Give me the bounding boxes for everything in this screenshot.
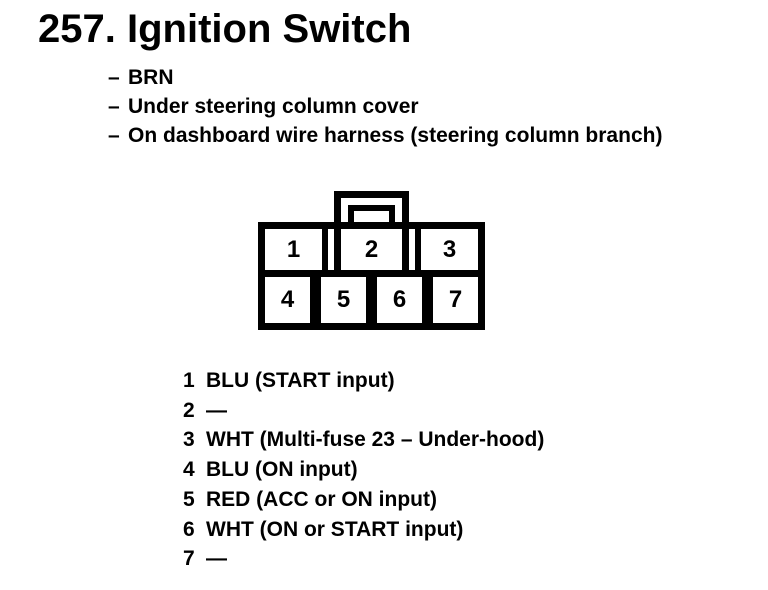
- detail-text: BRN: [128, 66, 174, 89]
- connector-row-divider: [265, 270, 478, 277]
- pin-description: BLU (START input): [206, 369, 395, 392]
- pin-row: 4 BLU (ON input): [183, 455, 544, 485]
- pin-description: WHT (ON or START input): [206, 517, 464, 541]
- connector-body: [258, 222, 485, 330]
- detail-line: – On dashboard wire harness (steering co…: [108, 121, 662, 150]
- dash-bullet: –: [108, 66, 120, 89]
- connector-latch-arch: [348, 205, 395, 229]
- pin-description: WHT (Multi-fuse 23 – Under-hood): [206, 428, 545, 452]
- pin-cell-3: 3: [442, 236, 457, 263]
- dash-bullet: –: [108, 124, 120, 147]
- connector-cell-divider: [310, 277, 321, 323]
- detail-text: On dashboard wire harness (steering colu…: [128, 124, 663, 147]
- pin-number: 4: [183, 458, 195, 482]
- section-header: 257. Ignition Switch: [38, 9, 411, 49]
- pin-number: 2: [183, 398, 195, 422]
- connector-cell-divider: [366, 277, 377, 323]
- detail-text: Under steering column cover: [128, 95, 419, 118]
- pin-number: 1: [183, 369, 195, 392]
- pin-cell-4: 4: [280, 286, 295, 313]
- connector-cell-wall: [415, 229, 421, 270]
- pin-row: 5 RED (ACC or ON input): [183, 485, 544, 515]
- detail-line: – BRN: [108, 63, 662, 92]
- detail-line: – Under steering column cover: [108, 92, 662, 121]
- connector-cell-divider: [422, 277, 433, 323]
- pin-row: 7 —: [183, 544, 544, 574]
- pin-number: 7: [183, 547, 195, 571]
- connector-cell-wall: [322, 229, 328, 270]
- pin-cell-5: 5: [336, 286, 351, 313]
- connector-cell-wall: [402, 229, 409, 270]
- section-number: 257.: [38, 7, 116, 51]
- pin-description: BLU (ON input): [206, 458, 358, 482]
- pin-row: 1 BLU (START input): [183, 366, 544, 396]
- connector-cell-wall: [334, 229, 341, 270]
- pin-description: —: [206, 547, 227, 571]
- pin-row: 2 —: [183, 396, 544, 426]
- pin-number: 5: [183, 487, 195, 511]
- page-title: Ignition Switch: [127, 7, 412, 51]
- detail-list: – BRN – Under steering column cover – On…: [108, 63, 662, 150]
- pin-description: —: [206, 398, 227, 422]
- pin-cell-1: 1: [286, 236, 301, 263]
- pin-number: 3: [183, 428, 195, 452]
- pin-cell-2: 2: [364, 236, 379, 263]
- pin-row: 3 WHT (Multi-fuse 23 – Under-hood): [183, 425, 544, 455]
- pin-cell-7: 7: [448, 286, 463, 313]
- pin-legend: 1 BLU (START input) 2 — 3 WHT (Multi-fus…: [183, 366, 544, 574]
- pin-number: 6: [183, 517, 195, 541]
- pin-description: RED (ACC or ON input): [206, 487, 437, 511]
- connector-latch-tab-inner: [341, 198, 402, 236]
- connector-latch-tab: [334, 191, 409, 236]
- dash-bullet: –: [108, 95, 120, 118]
- pin-row: 6 WHT (ON or START input): [183, 515, 544, 545]
- pin-cell-6: 6: [392, 286, 407, 313]
